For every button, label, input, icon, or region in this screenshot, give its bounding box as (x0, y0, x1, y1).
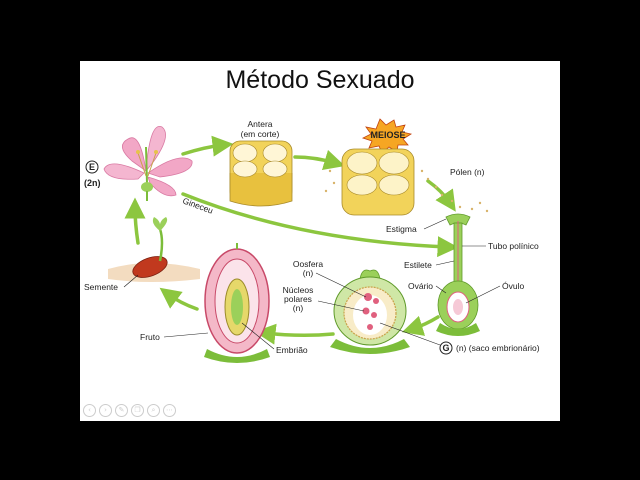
more-icon[interactable]: ⋯ (163, 404, 176, 417)
fruto-label: Fruto (140, 332, 160, 342)
ovule-embryo-sac (330, 269, 410, 354)
polares-n-label: (n) (293, 303, 304, 313)
arrow-pollen-to-pistil (426, 179, 456, 212)
e-letter: E (89, 162, 95, 172)
arrow-gineceu (181, 192, 459, 258)
meiotic-anther (324, 148, 489, 216)
estilete-label: Estilete (404, 260, 432, 270)
antera-label: Antera (247, 119, 272, 129)
oosfera-n-label: (n) (303, 268, 314, 278)
polen-label: Pólen (n) (450, 167, 485, 177)
slide: Método Sexuado (80, 61, 560, 421)
embriao-label: Embrião (276, 345, 308, 355)
slide-title: Método Sexuado (225, 66, 415, 94)
flower-illustration (103, 125, 193, 201)
pen-icon[interactable]: ✎ (115, 404, 128, 417)
slide-nav-controls: ‹ › ✎ ❐ ⌕ ⋯ (83, 404, 176, 417)
nucleos-label: Núcleos (283, 285, 314, 295)
tubo-polinico-label: Tubo polínico (488, 241, 539, 251)
ovulo-label: Óvulo (502, 281, 524, 291)
fruit-illustration (204, 243, 270, 363)
arrow-ovule-to-fruit (254, 323, 335, 345)
zoom-icon[interactable]: ⌕ (147, 404, 160, 417)
meiose-label: MEIOSE (370, 130, 405, 140)
sexual-reproduction-diagram: E (2n) Antera (em corte) MEIOSE Pólen (n… (84, 118, 540, 363)
e-2n-label: (2n) (84, 178, 101, 188)
arrow-pistil-to-ovule (401, 315, 440, 336)
em-corte-label: (em corte) (241, 129, 280, 139)
semente-label: Semente (84, 282, 118, 292)
pistil-illustration (436, 213, 480, 336)
cycle-arrows (124, 135, 459, 345)
anther-cross-section (229, 140, 293, 207)
saco-prefix: G (442, 343, 449, 353)
polares-label: polares (284, 294, 312, 304)
arrow-flower-to-anther (181, 135, 234, 157)
arrow-anther-to-meiose (293, 149, 346, 171)
estigma-label: Estigma (386, 224, 417, 234)
saco-label: (n) (saco embrionário) (456, 343, 540, 353)
ovario-label: Ovário (408, 281, 433, 291)
copy-icon[interactable]: ❐ (131, 404, 144, 417)
arrow-fruit-to-seed (159, 287, 199, 311)
oosfera-label: Oosfera (293, 259, 324, 269)
seed-illustration (108, 217, 200, 282)
next-icon[interactable]: › (99, 404, 112, 417)
diagram-labels: Antera (em corte) MEIOSE Pólen (n) Ginec… (84, 119, 540, 355)
sporophyte-marker: E (2n) (84, 160, 101, 188)
prev-icon[interactable]: ‹ (83, 404, 96, 417)
arrow-seed-to-flower (124, 197, 146, 245)
